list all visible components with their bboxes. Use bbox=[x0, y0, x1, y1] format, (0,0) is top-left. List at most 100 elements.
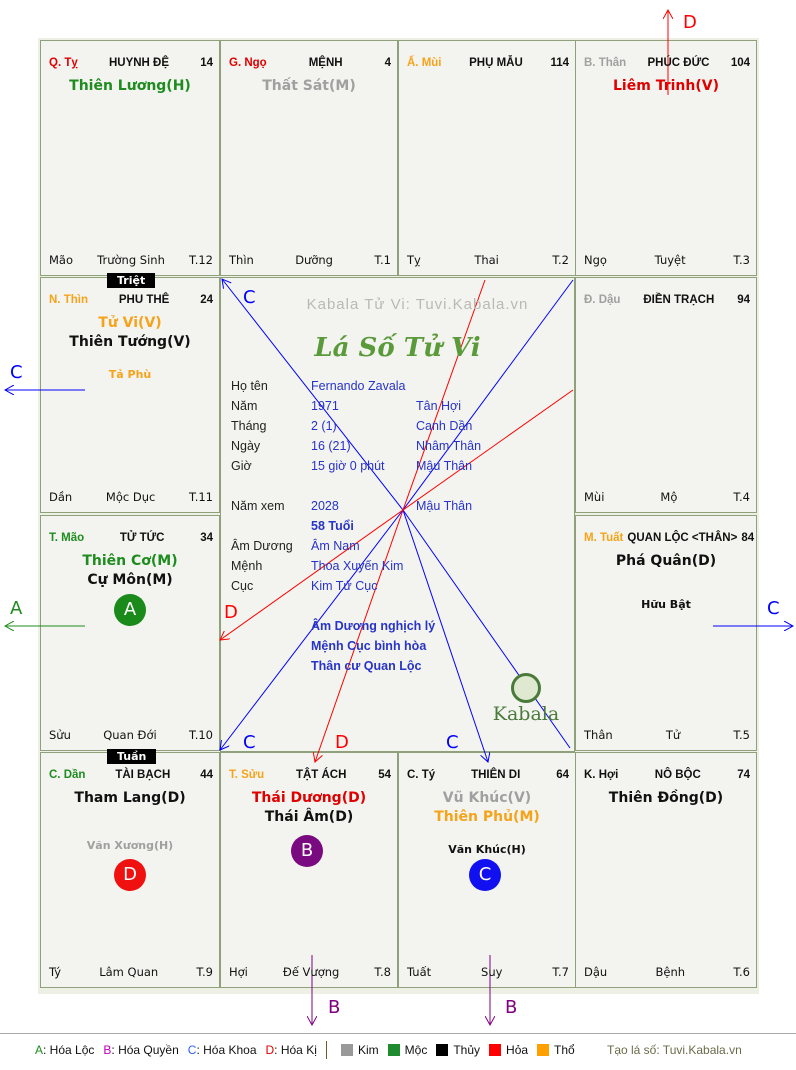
legend-text: Hỏa bbox=[506, 1043, 529, 1057]
can-chi: Q. Tỵ bbox=[49, 57, 78, 69]
branch: Dậu bbox=[584, 965, 608, 979]
info-value-can-chi: Tân Hợi bbox=[416, 399, 462, 413]
main-star: Thái Âm(D) bbox=[264, 809, 354, 825]
branch: Tuất bbox=[407, 965, 432, 979]
arrow-label-a-left: A bbox=[10, 598, 23, 619]
info-value: Âm Nam bbox=[311, 539, 360, 553]
legend-text: Thổ bbox=[554, 1043, 575, 1057]
arrow-label-d-top: D bbox=[683, 12, 697, 33]
note: Âm Dương nghịch lý bbox=[311, 619, 436, 633]
branch: Sửu bbox=[49, 728, 71, 742]
month: T.7 bbox=[552, 965, 569, 979]
can-chi: Ấ. Mùi bbox=[407, 57, 442, 69]
palace-number: 24 bbox=[200, 294, 213, 306]
month: T.6 bbox=[733, 965, 750, 979]
info-value: Kim Tứ Cục bbox=[311, 579, 378, 593]
hoa-quyen-badge: B bbox=[291, 835, 323, 867]
can-chi: C. Tý bbox=[407, 769, 436, 781]
tuan-tag: Tuần bbox=[107, 749, 157, 764]
life-stage: Tử bbox=[665, 728, 681, 742]
center-info-panel: Kabala Tử Vi: Tuvi.Kabala.vn Lá Số Tử Vi… bbox=[220, 277, 575, 752]
palace-name: THIÊN DI bbox=[471, 769, 521, 781]
can-chi: C. Dần bbox=[49, 769, 86, 781]
minor-star: Tả Phù bbox=[108, 368, 152, 381]
main-star: Cự Môn(M) bbox=[87, 572, 173, 588]
info-value: 15 giờ 0 phút bbox=[311, 459, 385, 473]
info-value: 16 (21) bbox=[311, 439, 351, 453]
main-star: Tử Vi(V) bbox=[98, 315, 162, 331]
main-star: Thất Sát(M) bbox=[262, 78, 356, 94]
palace-number: 4 bbox=[384, 57, 391, 69]
palace-name: PHÚC ĐỨC bbox=[647, 57, 710, 69]
palace-number: 74 bbox=[737, 769, 750, 781]
palace-name: TỬ TỨC bbox=[119, 532, 165, 544]
branch: Mão bbox=[49, 253, 74, 267]
legend-element-item: Kim bbox=[341, 1043, 379, 1057]
month: T.11 bbox=[189, 490, 213, 504]
can-chi: M. Tuất bbox=[584, 532, 624, 544]
info-row: 58 Tuổi bbox=[221, 516, 576, 536]
branch: Hợi bbox=[229, 965, 248, 979]
tree-icon bbox=[511, 673, 541, 703]
arrow-label-c-left: C bbox=[10, 362, 23, 383]
info-value-can-chi: Mậu Thân bbox=[416, 459, 473, 473]
hoa-loc-badge: A bbox=[114, 594, 146, 626]
month: T.4 bbox=[733, 490, 750, 504]
life-stage: Trường Sinh bbox=[97, 253, 165, 267]
legend-hoa-item: B: Hóa Quyền bbox=[103, 1043, 178, 1057]
minor-star: Hữu Bật bbox=[641, 598, 691, 611]
color-swatch bbox=[537, 1044, 550, 1056]
legend-text: : Hóa Khoa bbox=[196, 1043, 257, 1057]
life-stage: Quan Đới bbox=[103, 728, 157, 742]
info-value: 58 Tuổi bbox=[311, 519, 354, 533]
arrow-label-c1: C bbox=[243, 287, 256, 308]
palace-number: 104 bbox=[730, 57, 750, 69]
triet-tag: Triệt bbox=[107, 273, 156, 288]
legend-separator bbox=[326, 1041, 327, 1059]
month: T.10 bbox=[189, 728, 213, 742]
palace-number: 44 bbox=[200, 769, 213, 781]
info-row: Cục Kim Tứ Cục bbox=[221, 576, 576, 596]
month: T.8 bbox=[374, 965, 391, 979]
info-value: Fernando Zavala bbox=[311, 379, 406, 393]
arrow-label-c-right: C bbox=[767, 598, 780, 619]
life-stage: Đế Vượng bbox=[282, 965, 340, 979]
branch: Tý bbox=[49, 965, 62, 979]
info-value-can-chi: Mậu Thân bbox=[416, 499, 473, 513]
legend-text: : Hóa Lộc bbox=[43, 1043, 95, 1057]
minor-star: Văn Khúc(H) bbox=[448, 843, 526, 856]
palace-number: 54 bbox=[378, 769, 391, 781]
palace-cell[interactable]: C. Tý THIÊN DI 64 Vũ Khúc(V) Thiên Phủ(M) Văn… bbox=[398, 752, 576, 988]
main-star: Vũ Khúc(V) bbox=[442, 790, 532, 806]
arrow-label-b2: B bbox=[505, 997, 518, 1018]
info-value-can-chi: Nhâm Thân bbox=[416, 439, 482, 453]
can-chi: N. Thìn bbox=[49, 294, 88, 306]
legend-text: Mộc bbox=[404, 1043, 428, 1057]
month: T.9 bbox=[196, 965, 213, 979]
palace-name: QUAN LỘC <THÂN> bbox=[627, 532, 738, 544]
color-swatch bbox=[436, 1044, 449, 1056]
main-star: Thiên Phủ(M) bbox=[434, 809, 540, 825]
palace-name: HUYNH ĐỆ bbox=[108, 57, 170, 69]
info-label: Họ tên bbox=[231, 379, 268, 393]
watermark-text: Kabala Tử Vi: Tuvi.Kabala.vn bbox=[306, 296, 529, 313]
info-label: Âm Dương bbox=[231, 539, 293, 553]
palace-number: 64 bbox=[556, 769, 569, 781]
life-stage: Bệnh bbox=[655, 965, 686, 979]
info-label: Cục bbox=[231, 579, 254, 593]
arrow-label-d1: D bbox=[224, 602, 238, 623]
legend-divider bbox=[0, 1033, 796, 1034]
info-value: 1971 bbox=[311, 399, 339, 413]
